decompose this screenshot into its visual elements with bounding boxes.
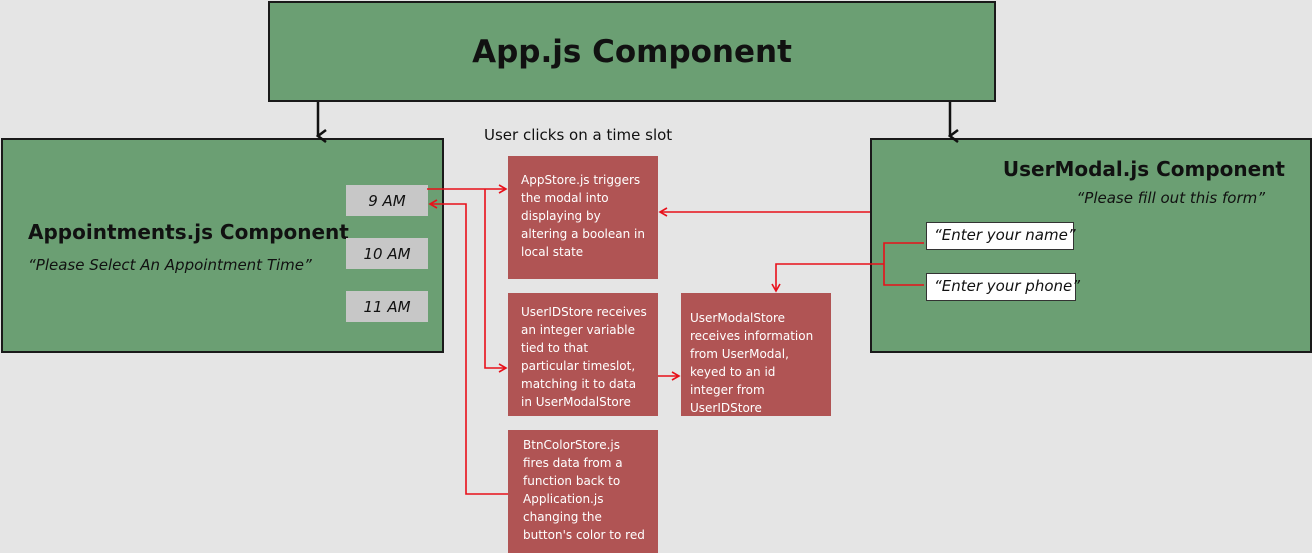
usermodal-component-box: UserModal.js Component “Please fill out …: [870, 138, 1312, 353]
appointments-component-box: Appointments.js Component “Please Select…: [1, 138, 444, 353]
appointments-component-subtitle: “Please Select An Appointment Time”: [28, 256, 312, 274]
useridstore-box: UserIDStore receives an integer variable…: [508, 293, 658, 416]
usermodalstore-box: UserModalStore receives information from…: [681, 293, 831, 416]
app-component-title: App.js Component: [472, 33, 792, 70]
slot-to-useridstore-arrow: [484, 189, 508, 373]
app-component-box: App.js Component: [268, 1, 996, 102]
btncolorstore-to-slot-arrow: [428, 199, 508, 495]
appointments-component-title: Appointments.js Component: [28, 220, 349, 244]
time-slot-click-note: User clicks on a time slot: [484, 126, 673, 144]
usermodal-component-subtitle: “Please fill out this form”: [1076, 189, 1266, 207]
usermodal-component-title: UserModal.js Component: [1002, 157, 1285, 181]
btncolorstore-box: BtnColorStore.js fires data from a funct…: [508, 430, 658, 553]
fields-to-usermodalstore-arrow: [776, 242, 924, 291]
time-slot-10am[interactable]: 10 AM: [346, 238, 428, 269]
name-field[interactable]: “Enter your name”: [926, 222, 1076, 250]
time-slot-9am[interactable]: 9 AM: [346, 185, 428, 216]
time-slot-11am[interactable]: 11 AM: [346, 291, 428, 322]
phone-field[interactable]: “Enter your phone”: [926, 273, 1080, 301]
appstore-box: AppStore.js triggers the modal into disp…: [508, 156, 658, 279]
